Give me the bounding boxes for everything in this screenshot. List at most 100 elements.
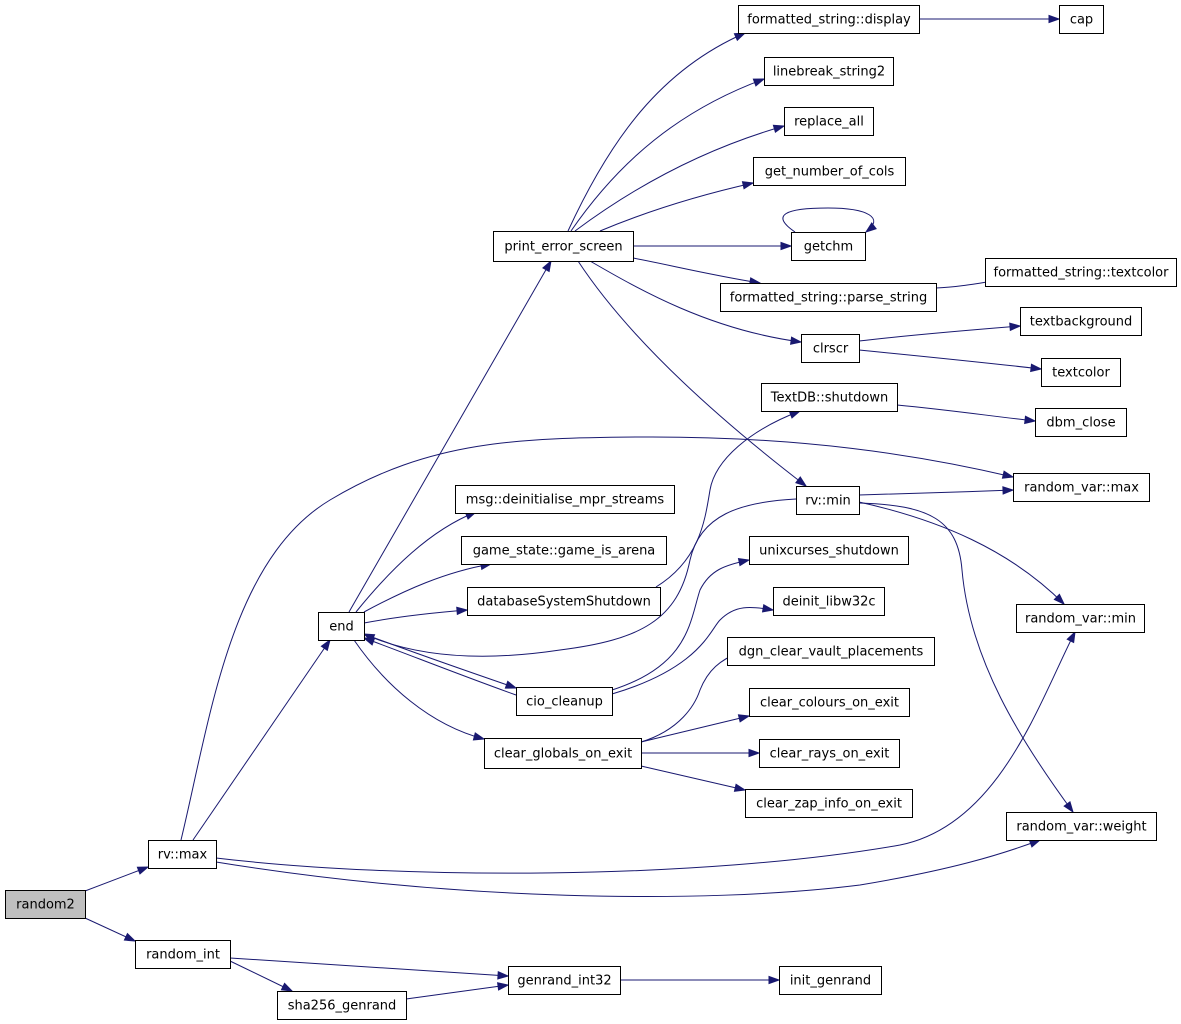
edge-line <box>858 325 1021 342</box>
node-textbackground[interactable]: textbackground <box>1020 307 1142 336</box>
edge-cio_cleanup-to-deinit_libw32c <box>611 603 775 695</box>
node-genrand-int32[interactable]: genrand_int32 <box>508 966 621 995</box>
edge-random2-to-random_int <box>84 917 137 942</box>
node-rv-min[interactable]: rv::min <box>796 486 860 515</box>
node-clear-colours[interactable]: clear_colours_on_exit <box>749 688 910 717</box>
arrowhead <box>1048 14 1061 24</box>
node-box <box>484 738 642 769</box>
edge-line <box>180 436 1014 841</box>
node-linebreak-string2[interactable]: linebreak_string2 <box>764 57 894 86</box>
node-replace-all[interactable]: replace_all <box>784 107 874 136</box>
node-label: cap <box>1070 13 1093 28</box>
edge-line <box>229 960 293 992</box>
node-get-number-of-cols[interactable]: get_number_of_cols <box>753 157 906 186</box>
node-box <box>791 232 866 261</box>
node-random-var-max[interactable]: random_var::max <box>1013 473 1150 502</box>
node-label: msg::deinitialise_mpr_streams <box>466 493 665 508</box>
node-box <box>764 57 894 86</box>
arrowhead <box>741 181 755 190</box>
node-game-is-arena[interactable]: game_state::game_is_arena <box>461 536 667 565</box>
node-deinit-libw32c[interactable]: deinit_libw32c <box>773 587 885 616</box>
node-box <box>796 486 860 515</box>
node-label: unixcurses_shutdown <box>759 544 899 559</box>
arrowhead <box>1030 363 1043 373</box>
node-label: random_var::weight <box>1016 820 1146 835</box>
node-fs-parse-string[interactable]: formatted_string::parse_string <box>720 283 937 312</box>
edge-line <box>858 502 1074 813</box>
node-box <box>135 940 231 969</box>
edge-print_error_screen-to-fs_display <box>567 32 747 232</box>
arrowhead <box>497 971 510 980</box>
node-label: clear_zap_info_on_exit <box>756 797 902 812</box>
node-unixcurses-shutdown[interactable]: unixcurses_shutdown <box>749 536 909 565</box>
edge-line <box>229 957 509 977</box>
node-getchm[interactable]: getchm <box>791 232 866 261</box>
node-label: clear_colours_on_exit <box>760 696 899 711</box>
node-label: replace_all <box>794 115 864 130</box>
node-msg-deinit[interactable]: msg::deinitialise_mpr_streams <box>455 485 675 514</box>
arrowhead <box>768 975 781 985</box>
arrowhead <box>1053 593 1066 606</box>
node-box <box>1059 5 1104 34</box>
node-label: random_var::max <box>1024 481 1139 496</box>
node-box <box>1041 358 1121 387</box>
node-dgn-clear-vault[interactable]: dgn_clear_vault_placements <box>727 637 935 666</box>
node-textdb-shutdown[interactable]: TextDB::shutdown <box>761 383 898 412</box>
node-label: linebreak_string2 <box>773 65 885 80</box>
node-clear-zap-info[interactable]: clear_zap_info_on_exit <box>745 789 913 818</box>
node-clrscr[interactable]: clrscr <box>801 334 860 363</box>
arrowhead <box>1001 470 1015 479</box>
node-box <box>720 283 937 312</box>
edge-rv_max-to-random_var_max <box>180 436 1015 841</box>
arrowhead <box>761 603 775 613</box>
node-random-var-min[interactable]: random_var::min <box>1016 604 1145 633</box>
node-fs-display[interactable]: formatted_string::display <box>738 5 920 34</box>
arrowhead <box>788 410 802 419</box>
node-cap[interactable]: cap <box>1059 5 1104 34</box>
node-clear-rays[interactable]: clear_rays_on_exit <box>759 739 900 768</box>
edge-line <box>215 839 1041 898</box>
edge-print_error_screen-to-getchm <box>633 241 793 251</box>
node-fs-textcolor[interactable]: formatted_string::textcolor <box>985 258 1177 287</box>
arrowhead <box>1063 800 1074 814</box>
edge-line <box>215 631 1076 874</box>
node-random2[interactable]: random2 <box>5 890 86 919</box>
edge-line <box>348 260 552 613</box>
edge-line <box>355 511 477 613</box>
arrowhead <box>1066 630 1076 644</box>
node-init-genrand[interactable]: init_genrand <box>779 966 882 995</box>
node-random-int[interactable]: random_int <box>135 940 231 969</box>
node-cio-cleanup[interactable]: cio_cleanup <box>516 687 613 716</box>
node-box <box>516 687 613 716</box>
node-box <box>759 739 900 768</box>
node-textcolor[interactable]: textcolor <box>1041 358 1121 387</box>
edge-print_error_screen-to-get_number_of_cols <box>599 181 755 232</box>
node-clear-globals[interactable]: clear_globals_on_exit <box>484 738 642 769</box>
node-print-error-screen[interactable]: print_error_screen <box>493 231 634 262</box>
node-rv-max[interactable]: rv::max <box>148 840 217 869</box>
node-box <box>1016 604 1145 633</box>
arrowhead <box>456 606 469 616</box>
node-box <box>493 231 634 262</box>
edge-line <box>632 257 761 284</box>
node-label: clear_rays_on_exit <box>770 747 890 762</box>
arrowhead <box>472 732 486 741</box>
node-label: sha256_genrand <box>288 999 397 1014</box>
node-label: rv::min <box>805 494 851 509</box>
node-end[interactable]: end <box>318 612 365 641</box>
node-box <box>727 637 935 666</box>
node-label: get_number_of_cols <box>765 165 895 180</box>
node-box <box>1020 307 1142 336</box>
node-dbm-close[interactable]: dbm_close <box>1035 408 1127 437</box>
node-db-system-shutdown[interactable]: databaseSystemShutdown <box>467 587 661 616</box>
edge-line <box>363 637 517 696</box>
arrowhead <box>1009 322 1022 332</box>
node-box <box>277 991 407 1020</box>
node-box <box>801 334 860 363</box>
arrowhead <box>733 783 747 792</box>
node-label: textcolor <box>1052 366 1110 381</box>
node-sha256-genrand[interactable]: sha256_genrand <box>277 991 407 1020</box>
edge-random2-to-rv_max <box>84 866 150 892</box>
node-random-var-weight[interactable]: random_var::weight <box>1006 812 1157 841</box>
